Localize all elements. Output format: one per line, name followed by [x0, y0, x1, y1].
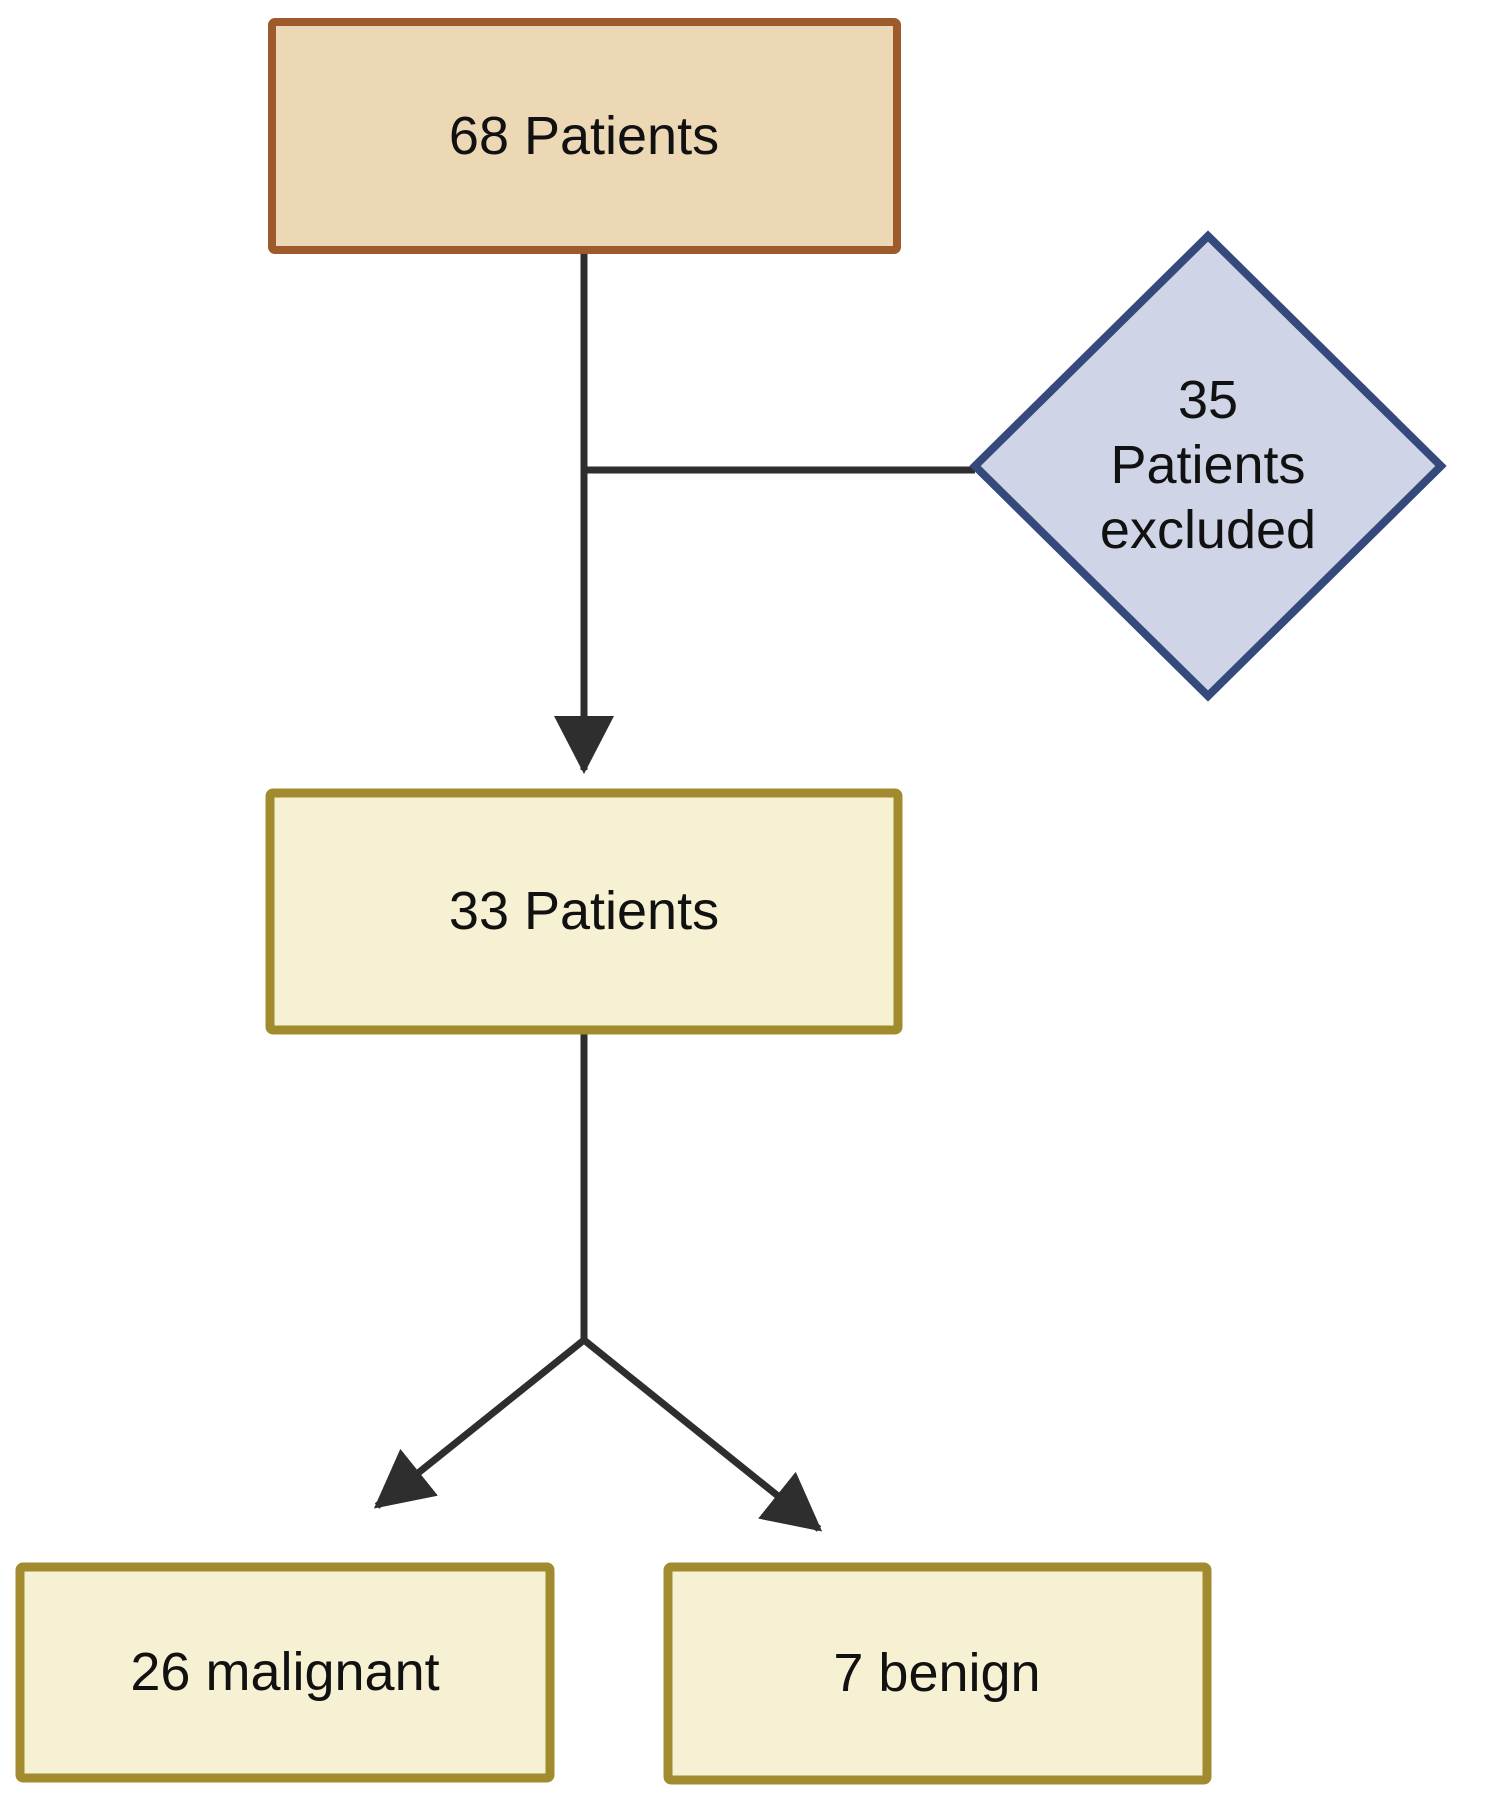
label-included-patients: 33 Patients: [449, 881, 719, 941]
node-diamond-excluded-patients: [969, 230, 1447, 702]
label-benign: 7 benign: [833, 1643, 1040, 1703]
label-malignant: 26 malignant: [130, 1642, 439, 1702]
node-box-benign: [663, 1562, 1212, 1785]
label-total-patients: 68 Patients: [449, 106, 719, 166]
node-box-included-patients: [265, 788, 903, 1035]
label-excluded-line-2: Patients: [1110, 435, 1305, 495]
node-box-total-patients: [268, 18, 901, 254]
connector-included-to-malignant: [373, 1337, 587, 1509]
node-box-malignant: [15, 1562, 555, 1783]
label-excluded-line-3: excluded: [1100, 500, 1316, 560]
connector-included-to-benign: [581, 1337, 823, 1532]
label-excluded-line-1: 35: [1178, 370, 1238, 430]
